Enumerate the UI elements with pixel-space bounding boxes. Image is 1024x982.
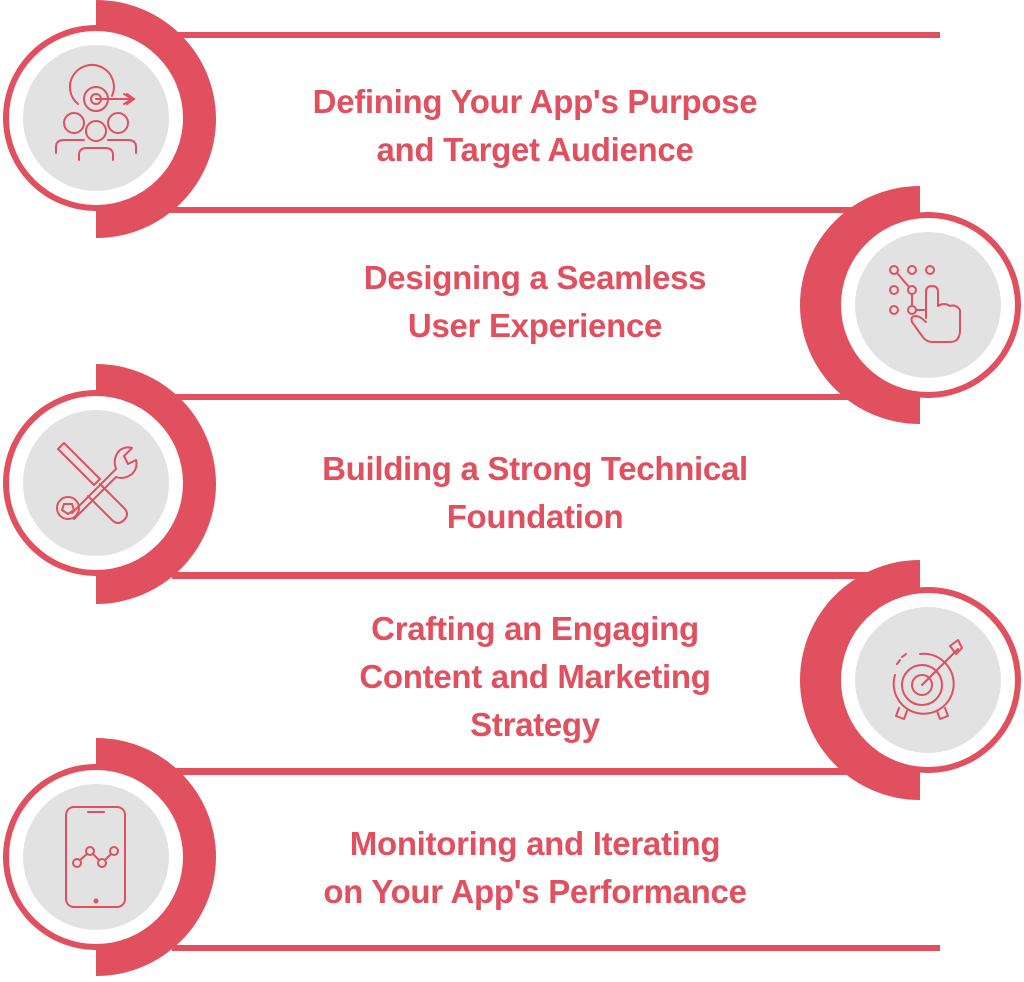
connector-line [160,394,860,400]
connector-line [172,945,940,951]
step-2-badge [800,186,1021,424]
step-3-badge [3,364,216,604]
step-5-title-line-2: on Your App's Performance [323,873,747,910]
step-2-title-line-1: Designing a Seamless [363,259,707,296]
step-5-title: Monitoring and Iterating on Your App's P… [240,820,830,916]
step-4-title-line-1: Crafting an Engaging [371,610,699,647]
phone-analytics-icon [65,806,126,908]
audience-target-icon [55,64,137,161]
step-2-title: Designing a Seamless User Experience [240,254,830,350]
step-1-badge [3,0,216,238]
step-3-title: Building a Strong Technical Foundation [240,445,830,541]
step-1-title-line-2: and Target Audience [376,131,694,168]
step-4-badge [800,560,1021,800]
step-2-title-line-2: User Experience [407,307,663,344]
step-5-title-line-1: Monitoring and Iterating [349,825,721,862]
step-4-title-line-2: Content and Marketing [359,658,711,695]
step-1-title-line-1: Defining Your App's Purpose [312,83,758,120]
step-3-title-line-1: Building a Strong Technical [322,450,748,487]
step-1-title: Defining Your App's Purpose and Target A… [240,78,830,174]
step-5-badge [3,738,216,976]
connector-line [170,207,860,213]
connector-line [172,768,862,775]
step-4-title: Crafting an Engaging Content and Marketi… [240,605,830,749]
connector-line [172,572,872,579]
wrench-screwdriver-icon [56,442,138,524]
pattern-touch-icon [889,265,961,343]
target-arrow-icon [892,639,963,720]
connector-line [170,32,940,38]
step-3-title-line-2: Foundation [446,498,624,535]
step-4-title-line-3: Strategy [470,706,600,743]
